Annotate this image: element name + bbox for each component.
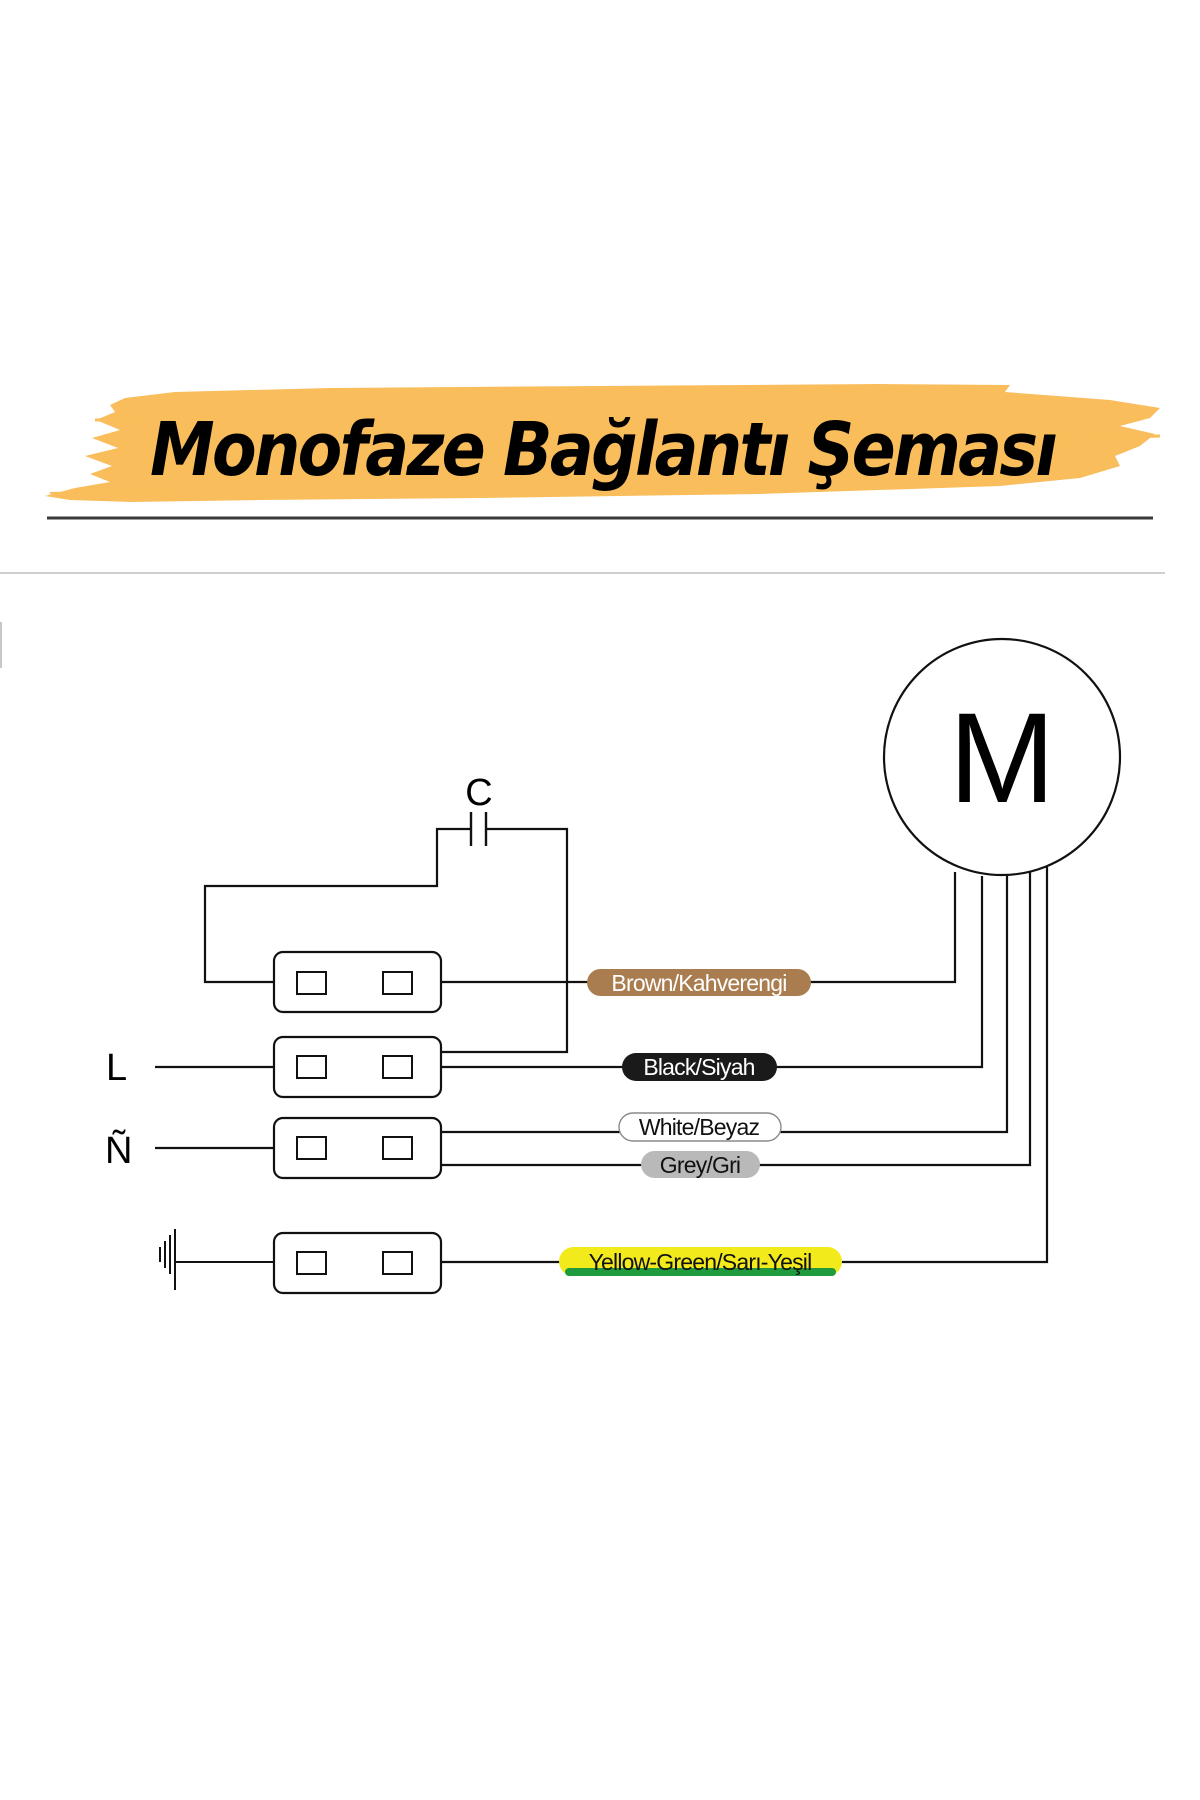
wire-label-text: White/Beyaz <box>639 1114 760 1140</box>
black-wire <box>441 876 984 1069</box>
terminal-slot <box>296 1251 327 1275</box>
wire-label-brown: Brown/Kahverengi <box>587 969 811 996</box>
terminal-slot <box>382 971 413 995</box>
wire-label-text: Brown/Kahverengi <box>611 970 786 996</box>
terminal-slot <box>296 1055 327 1079</box>
banner-streak <box>49 489 181 494</box>
terminal-blocks <box>272 950 443 1295</box>
wire-label-text: Yellow-Green/Sarı-Yeşil <box>589 1249 812 1275</box>
wire-label-grey: Grey/Gri <box>641 1151 760 1178</box>
wire-label-yellow-green: Yellow-Green/Sarı-Yeşil <box>559 1247 842 1276</box>
banner-streak <box>94 416 211 422</box>
brown-wire <box>441 872 957 984</box>
wire-label-pill <box>618 1112 782 1142</box>
wire-labels: Brown/Kahverengi Black/Siyah White/Beyaz… <box>559 969 842 1276</box>
terminal-block-live <box>272 1035 443 1099</box>
grey-wire <box>441 872 1032 1167</box>
wire-label-pill-green <box>565 1268 836 1276</box>
wire-label-text: Grey/Gri <box>660 1152 741 1178</box>
banner-brush-stroke <box>45 384 1160 502</box>
wire-label-pill <box>587 969 811 996</box>
line-label-N: Ñ <box>105 1129 132 1172</box>
terminal-slot <box>382 1251 413 1275</box>
wire-label-white: White/Beyaz <box>618 1112 782 1142</box>
wire-label-text: Black/Siyah <box>643 1054 754 1080</box>
line-label-L: L <box>106 1047 127 1089</box>
terminal-slot <box>296 1136 327 1160</box>
terminal-slot <box>382 1136 413 1160</box>
banner-streak <box>1039 434 1161 442</box>
capacitor-wire-right <box>441 827 569 1054</box>
supply-lines: L Ñ <box>105 1047 273 1290</box>
wire-label-pill <box>622 1053 777 1081</box>
motor-label: M <box>949 687 1056 830</box>
capacitor-label: C <box>465 772 492 814</box>
terminal-block-earth <box>272 1231 443 1295</box>
ground-icon <box>159 1229 273 1290</box>
page-title: Monofaze Bağlantı Şeması <box>150 407 1056 493</box>
capacitor-circuit: C <box>203 772 569 1054</box>
capacitor-wire-left <box>203 827 470 984</box>
white-wire <box>441 875 1009 1134</box>
wire-label-pill <box>641 1151 760 1178</box>
wire-label-black: Black/Siyah <box>622 1053 777 1081</box>
title-banner: Monofaze Bağlantı Şeması <box>45 384 1161 502</box>
motor-circle <box>882 637 1122 877</box>
terminal-block-brown <box>272 950 443 1014</box>
terminal-block-neutral <box>272 1116 443 1180</box>
terminal-slot <box>382 1055 413 1079</box>
terminal-slot <box>296 971 327 995</box>
motor: M <box>882 637 1122 877</box>
